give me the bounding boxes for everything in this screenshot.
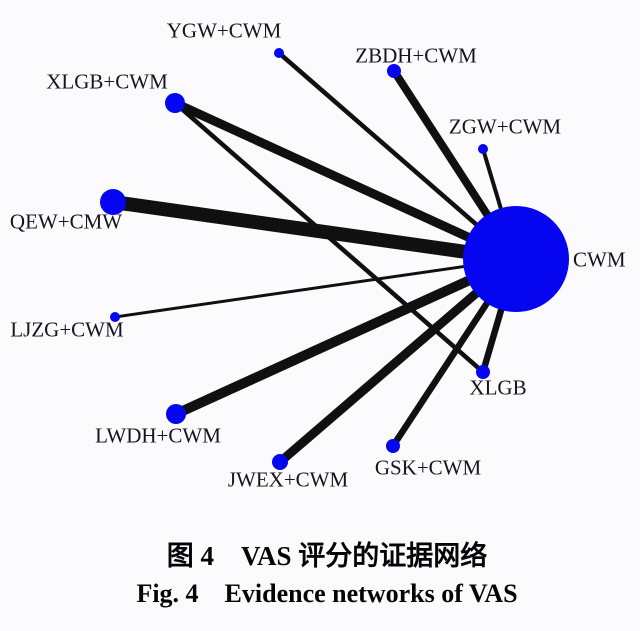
- edge-lwdh-cwm-cwm: [173, 254, 519, 419]
- figure-caption: 图 4 VAS 评分的证据网络 Fig. 4 Evidence networks…: [0, 541, 640, 608]
- node-label-zgw-cwm: ZGW+CWM: [448, 114, 562, 139]
- node-cwm: [463, 206, 569, 312]
- node-label-jwex-cwm: JWEX+CWM: [227, 467, 349, 492]
- node-label-xlgb: XLGB: [469, 375, 527, 400]
- edge-xlgb-cwm-cwm: [173, 98, 518, 264]
- edge-qew-cmw-cwm: [112, 195, 517, 266]
- node-label-ljzg-cwm: LJZG+CWM: [10, 317, 124, 342]
- node-ygw-cwm: [274, 48, 284, 58]
- node-zgw-cwm: [478, 144, 488, 154]
- node-jwex-cwm: [272, 454, 288, 470]
- node-xlgb: [476, 365, 490, 379]
- edge-ljzg-cwm-cwm: [114, 257, 517, 319]
- node-lwdh-cwm: [166, 404, 186, 424]
- caption-chinese: 图 4 VAS 评分的证据网络: [166, 541, 488, 571]
- node-zbdh-cwm: [387, 64, 401, 78]
- node-label-zbdh-cwm: ZBDH+CWM: [355, 43, 477, 68]
- node-label-xlgb-cwm: XLGB+CWM: [46, 69, 168, 94]
- node-label-lwdh-cwm: LWDH+CWM: [95, 423, 221, 448]
- node-xlgb-cwm: [165, 93, 185, 113]
- node-ljzg-cwm: [110, 312, 120, 322]
- node-label-qew-cmw: QEW+CMW: [9, 209, 123, 234]
- node-label-ygw-cwm: YGW+CWM: [166, 18, 282, 43]
- node-label-cwm: CWM: [573, 247, 626, 272]
- node-label-gsk-cwm: GSK+CWM: [374, 455, 482, 480]
- node-qew-cmw: [100, 189, 126, 215]
- caption-english: Fig. 4 Evidence networks of VAS: [136, 578, 518, 608]
- network-svg: [100, 48, 569, 470]
- node-gsk-cwm: [386, 439, 400, 453]
- edge-xlgb-cwm-xlgb: [173, 101, 485, 374]
